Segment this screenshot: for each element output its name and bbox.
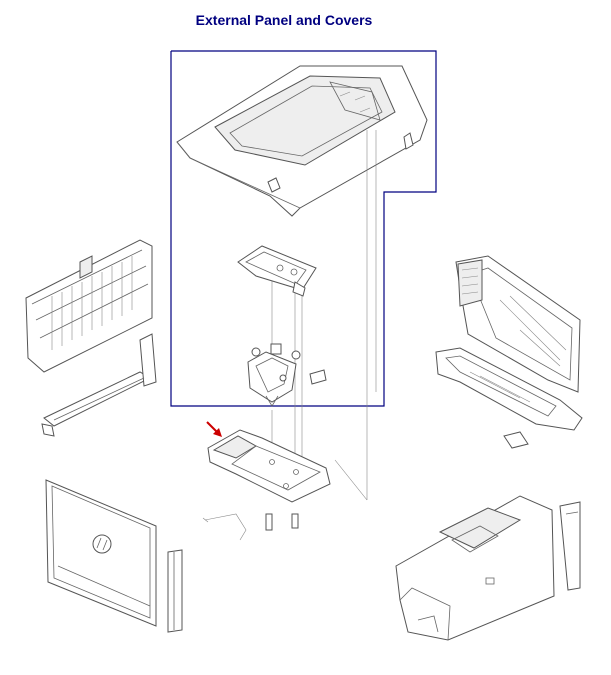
bracket-plate[interactable] xyxy=(237,245,317,297)
page-title: External Panel and Covers xyxy=(195,12,373,28)
right-lower-cover[interactable] xyxy=(435,347,583,449)
printer-body[interactable] xyxy=(395,495,581,641)
tray-bar[interactable] xyxy=(41,333,157,437)
callout-box xyxy=(170,50,437,407)
top-cover[interactable] xyxy=(176,65,428,217)
front-door[interactable] xyxy=(45,479,183,633)
mechanism-assembly[interactable] xyxy=(247,343,327,407)
side-cover-right[interactable] xyxy=(455,255,581,393)
rear-assembly-left[interactable] xyxy=(25,239,153,373)
hp-logo-icon xyxy=(92,534,112,554)
formatter-bracket[interactable] xyxy=(202,429,331,541)
red-arrow-icon xyxy=(206,421,222,437)
